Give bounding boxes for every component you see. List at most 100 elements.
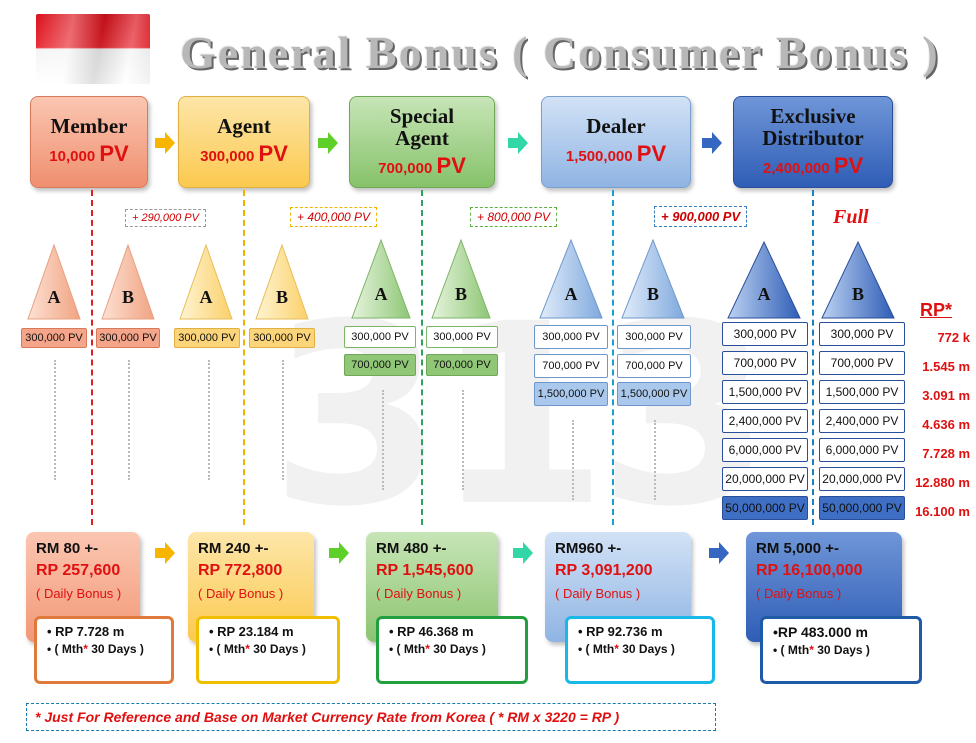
leg-a-pv: 6,000,000 PV	[722, 438, 808, 462]
leg-a-label: A	[47, 287, 61, 307]
leg-a-pv: 300,000 PV	[344, 326, 416, 348]
leg-b-label: B	[121, 287, 134, 307]
connector-line	[812, 190, 814, 525]
leg-b-pv: 300,000 PV	[819, 322, 905, 346]
monthly-rp: • RP 92.736 m	[578, 624, 663, 639]
leg-b-pv: 1,500,000 PV	[819, 380, 905, 404]
leg-b-pv: 2,400,000 PV	[819, 409, 905, 433]
monthly-period: • ( Mth* 30 Days )	[389, 642, 486, 656]
monthly-bonus-dealer: • RP 92.736 m • ( Mth* 30 Days )	[565, 616, 715, 684]
arrow-right-icon	[155, 132, 175, 154]
watermark: 313	[270, 270, 772, 561]
connector-line	[612, 190, 614, 525]
leg-b-label: B	[454, 284, 467, 304]
rp-value: 1.545 m	[922, 359, 970, 374]
leg-b-pv: 6,000,000 PV	[819, 438, 905, 462]
dotted-line	[572, 420, 574, 500]
leg-b-pv: 700,000 PV	[426, 354, 498, 376]
increment-label: + 400,000 PV	[290, 207, 378, 227]
tier-dealer: Dealer 1,500,000 PV	[541, 96, 691, 188]
connector-line	[243, 190, 245, 525]
daily-bonus-label: ( Daily Bonus )	[376, 586, 462, 601]
rp-value: 16.100 m	[915, 504, 970, 519]
dotted-line	[382, 390, 384, 490]
monthly-bonus-exclusive-distributor: •RP 483.000 m • ( Mth* 30 Days )	[760, 616, 922, 684]
tier-name: Member	[50, 114, 128, 138]
leg-b-pv: 50,000,000 PV	[819, 496, 905, 520]
daily-bonus-label: ( Daily Bonus )	[555, 586, 641, 601]
leg-a-pv: 2,400,000 PV	[722, 409, 808, 433]
leg-a-triangle-icon	[179, 243, 233, 320]
monthly-rp: • RP 23.184 m	[209, 624, 294, 639]
leg-a-label: A	[757, 284, 771, 304]
arrow-right-icon	[709, 542, 729, 564]
monthly-rp: • RP 46.368 m	[389, 624, 474, 639]
increment-label: + 900,000 PV	[654, 206, 748, 227]
tier-special-agent: Special Agent 700,000 PV	[349, 96, 495, 188]
leg-a-pv: 700,000 PV	[722, 351, 808, 375]
page-title: General Bonus ( Consumer Bonus )	[180, 27, 940, 78]
tier-name: Dealer	[586, 114, 646, 138]
increment-label: + 290,000 PV	[125, 209, 206, 227]
leg-b-triangle-icon	[621, 238, 685, 319]
bonus-rp: RP 3,091,200	[555, 562, 653, 579]
tier-member: Member 10,000 PV	[30, 96, 148, 188]
dotted-line	[128, 360, 130, 480]
dotted-line	[654, 420, 656, 500]
bonus-rp: RP 16,100,000	[756, 562, 863, 579]
dotted-line	[54, 360, 56, 480]
leg-a-pv: 300,000 PV	[174, 328, 240, 348]
leg-b-pv: 300,000 PV	[426, 326, 498, 348]
monthly-period: • ( Mth* 30 Days )	[578, 642, 675, 656]
leg-a-label: A	[564, 284, 578, 304]
arrow-right-icon	[318, 132, 338, 154]
leg-b-pv: 20,000,000 PV	[819, 467, 905, 491]
leg-a-pv: 20,000,000 PV	[722, 467, 808, 491]
full-label: Full	[833, 206, 869, 228]
bonus-rp: RP 257,600	[36, 562, 121, 579]
tier-exclusive-distributor: Exclusive Distributor 2,400,000 PV	[733, 96, 893, 188]
leg-a-pv: 1,500,000 PV	[722, 380, 808, 404]
leg-b-triangle-icon	[101, 243, 155, 320]
leg-a-label: A	[374, 284, 388, 304]
monthly-bonus-agent: • RP 23.184 m • ( Mth* 30 Days )	[196, 616, 340, 684]
dotted-line	[208, 360, 210, 480]
tier-pv: 300,000 PV	[200, 141, 288, 166]
footnote: * Just For Reference and Base on Market …	[26, 703, 716, 731]
bonus-rm: RM 80 +-	[36, 540, 99, 557]
leg-b-pv: 700,000 PV	[819, 351, 905, 375]
daily-bonus-label: ( Daily Bonus )	[36, 586, 122, 601]
tier-pv: 2,400,000 PV	[762, 153, 864, 178]
arrow-right-icon	[513, 542, 533, 564]
leg-b-label: B	[646, 284, 659, 304]
leg-a-triangle-icon	[351, 238, 411, 319]
bonus-rm: RM960 +-	[555, 540, 622, 557]
leg-b-label: B	[851, 284, 864, 304]
arrow-right-icon	[702, 132, 722, 154]
daily-bonus-label: ( Daily Bonus )	[756, 586, 842, 601]
dotted-line	[282, 360, 284, 480]
increment-label: + 800,000 PV	[470, 207, 558, 227]
rp-value: 772 k	[937, 330, 970, 345]
leg-a-pv: 300,000 PV	[534, 325, 608, 349]
monthly-period: • ( Mth* 30 Days )	[47, 642, 144, 656]
leg-b-pv: 300,000 PV	[617, 325, 691, 349]
arrow-right-icon	[508, 132, 528, 154]
leg-a-pv: 1,500,000 PV	[534, 382, 608, 406]
rp-header: RP*	[920, 300, 953, 320]
bonus-rp: RP 772,800	[198, 562, 283, 579]
tier-pv: 10,000 PV	[49, 141, 129, 166]
leg-a-triangle-icon	[539, 238, 603, 319]
bonus-rm: RM 240 +-	[198, 540, 269, 557]
arrow-right-icon	[329, 542, 349, 564]
bonus-rm: RM 480 +-	[376, 540, 447, 557]
leg-a-pv: 700,000 PV	[534, 354, 608, 378]
tier-name: Special Agent	[389, 104, 455, 150]
bonus-rp: RP 1,545,600	[376, 562, 474, 579]
leg-a-label: A	[199, 287, 213, 307]
tier-agent: Agent 300,000 PV	[178, 96, 310, 188]
monthly-rp: • RP 7.728 m	[47, 624, 125, 639]
tier-name: Agent	[217, 114, 271, 138]
monthly-rp: •RP 483.000 m	[773, 624, 868, 640]
rp-value: 12.880 m	[915, 475, 970, 490]
